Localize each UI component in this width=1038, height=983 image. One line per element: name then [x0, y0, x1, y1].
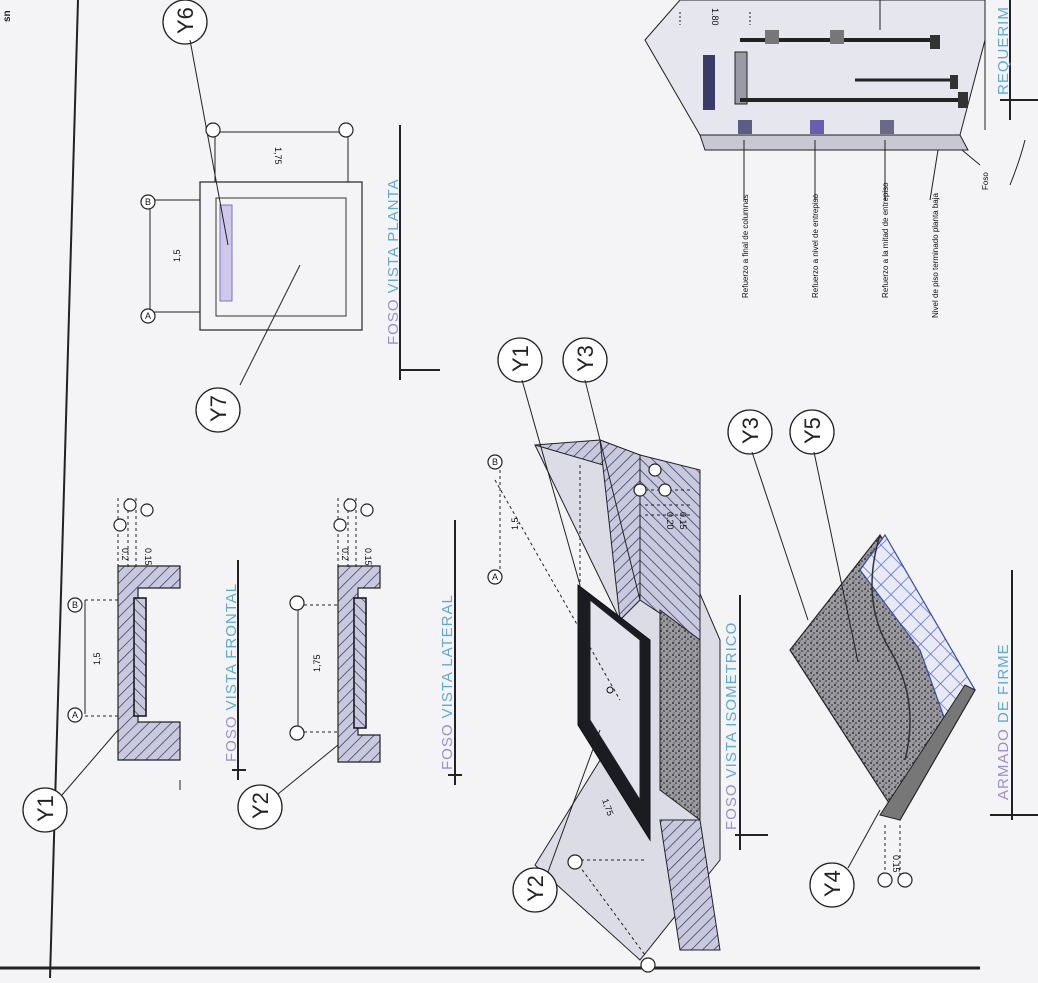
tag-y2-iso — [512, 729, 601, 913]
marker-a-planta: A — [145, 311, 151, 321]
lateral-wall-section — [337, 565, 381, 763]
tag-y7-planta — [195, 387, 241, 433]
bubble-y6-planta: Y6 — [173, 7, 198, 34]
tag-y1-frontal — [22, 729, 119, 833]
dim-lateral-02: 0.2 — [340, 548, 350, 561]
dim-planta-a: 1,5 — [172, 249, 182, 262]
armado-de-firme — [789, 533, 1038, 880]
planta-sump — [219, 204, 233, 302]
bubble-y3-armado: Y3 — [738, 417, 763, 444]
tag-y5-armado — [789, 409, 859, 663]
bubble-y2-iso: Y2 — [523, 875, 548, 902]
dim-lateral-span: 1,75 — [312, 654, 322, 672]
planta-inner — [215, 197, 347, 317]
dim-frontal-02: 0.2 — [120, 548, 130, 561]
req-note-mitad: Refuerzo a la mitad de entrepiso — [881, 182, 890, 298]
marker-b-iso: B — [492, 457, 498, 467]
bubble-y3-iso: Y3 — [573, 345, 598, 372]
dim-frontal-015: 0.15 — [143, 548, 153, 566]
frontal-slab — [133, 597, 147, 717]
dim-iso-a: 1,5 — [510, 517, 520, 530]
tag-y3-armado — [727, 409, 809, 621]
foso-vista-frontal — [84, 498, 246, 790]
grid-markers — [67, 122, 913, 973]
dim-frontal-span: 1,5 — [92, 652, 102, 665]
foso-vista-lateral — [297, 498, 462, 785]
planta-outer — [199, 181, 363, 331]
requerim-diagram — [644, 0, 1038, 201]
dim-planta-b: 1,75 — [273, 147, 283, 165]
title-requerim: REQUERIM — [995, 6, 1012, 95]
marker-b-planta: B — [145, 197, 151, 207]
req-note-foso: Foso — [981, 172, 990, 190]
tag-y2-lateral — [237, 744, 339, 830]
dim-lateral-015: 0.15 — [363, 548, 373, 566]
bubble-y2-lateral: Y2 — [248, 792, 273, 819]
title-isometrico: FOSO VISTA ISOMETRICO — [723, 622, 740, 830]
tag-y6-planta — [162, 0, 229, 246]
lateral-slab — [353, 597, 367, 729]
marker-a-iso: A — [492, 572, 498, 582]
req-note-nivel: Nivel de piso terminado planta baja — [931, 192, 940, 318]
bubble-y4-armado: Y4 — [820, 870, 845, 897]
dim-iso-020: 0.20 — [665, 512, 675, 530]
sheet-border-line — [49, 0, 79, 979]
bubble-y7-planta: Y7 — [206, 395, 231, 422]
iso-wall-front — [659, 819, 721, 951]
bubble-y5-armado: Y5 — [800, 417, 825, 444]
tag-y4-armado — [809, 809, 881, 908]
frontal-wall-section — [117, 565, 181, 761]
dim-iso-015: 0.15 — [678, 512, 688, 530]
title-planta: FOSO VISTA PLANTA — [385, 179, 402, 345]
grid-marker-letters: A B A B A B — [72, 197, 498, 720]
marker-b-frontal: B — [72, 600, 78, 610]
dim-req-180: 1.80 — [710, 8, 720, 26]
corner-text: sn — [2, 10, 13, 22]
title-frontal: FOSO VISTA FRONTAL — [223, 583, 240, 762]
tag-y3-iso — [562, 337, 641, 601]
title-armado: ARMADO DE FIRME — [995, 643, 1012, 800]
marker-a-frontal: A — [72, 710, 78, 720]
foso-vista-isometrico — [494, 439, 768, 961]
dim-armado-015: 0.15 — [891, 855, 901, 873]
req-note-columnas: Refuerzo a final de columnas — [741, 194, 750, 298]
tag-y1-iso — [497, 337, 581, 586]
foso-vista-planta — [149, 125, 440, 386]
title-lateral: FOSO VISTA LATERAL — [439, 594, 456, 770]
req-bar-a — [703, 55, 715, 110]
bubble-y1-iso: Y1 — [508, 345, 533, 372]
bubble-y1-frontal: Y1 — [33, 795, 58, 822]
req-note-entrepiso: Refuerzo a nivel de entrepiso — [811, 193, 820, 298]
iso-slab-edge — [659, 609, 701, 821]
